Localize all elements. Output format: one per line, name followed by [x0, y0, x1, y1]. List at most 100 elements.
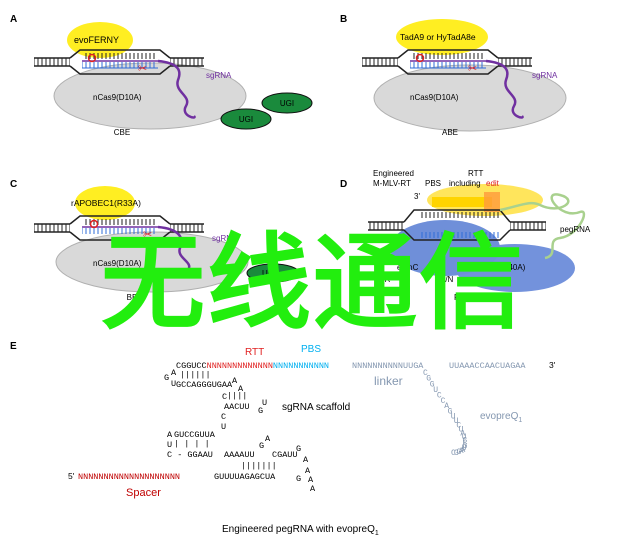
evopreq-loop-letter: U [454, 417, 459, 426]
evopreq-loop-letter: C [423, 369, 428, 378]
panel-a-enzyme-label: evoFERNY [74, 35, 119, 45]
panel-d: D Engineered M-MLV-RT PBS RTT including … [340, 169, 591, 302]
panel-e-spacer-label: Spacer [126, 487, 161, 499]
evopreq-loop-letter: G [454, 449, 459, 458]
panel-e-seq-top-pbs: NNNNNNNNNNN [273, 361, 329, 371]
panel-d-edit-label: edit [486, 179, 500, 188]
panel-e-stem3-a2: A [265, 434, 271, 444]
panel-d-including-label: including [449, 179, 481, 188]
evopreq-loop-letter: U [433, 386, 438, 395]
panel-d-three-prime: 3' [414, 192, 420, 201]
panel-e-stem3-u: U [167, 440, 172, 450]
panel-e-pbs-label: PBS [301, 344, 321, 355]
panel-e-stem3-g2: G [296, 444, 301, 454]
panel-e-stem3-mid: AAAAUU [224, 450, 255, 460]
panel-b-deaminase-blob [396, 19, 488, 55]
panel-d-dna [368, 209, 546, 241]
panel-a: A evoFERNY ✂ sgRNA nCas9(D10A) UGI UGI C… [10, 14, 313, 137]
panel-e-stem2-c2: C [221, 412, 226, 422]
panel-e-stem3-bottom: C - GGAAU [167, 450, 213, 460]
evopreq-loop-letter: G [448, 407, 453, 416]
panel-e-stem3-a3: A [303, 455, 309, 465]
panel-d-pegrna-label: pegRNA [560, 225, 591, 234]
evopreq-loop-letter: G [457, 448, 462, 457]
panel-e-three-prime: 3' [549, 360, 556, 370]
panel-a-caption: CBE [114, 128, 130, 137]
panel-e-seq-top-black: CGGUCC [176, 361, 207, 371]
panel-d-caption: PE [454, 293, 465, 302]
panel-c-letter: C [10, 179, 17, 190]
panel-e-letter: E [10, 341, 17, 352]
panel-e-stem1-bars: |||||| [180, 370, 211, 380]
evopreq-loop-letter: U [459, 426, 464, 435]
panel-c: C rAPOBEC1(R33A) ✂ sgRNA nCas9(D10A) UG … [10, 179, 300, 302]
panel-d-pegrna-tail [499, 193, 586, 260]
evopreq-loop-letter: G [430, 380, 435, 389]
panel-c-target-base [89, 219, 99, 229]
panel-e-spacer-a2: A [308, 475, 314, 485]
panel-d-rt-line1: Engineered [373, 169, 414, 178]
panel-e-evopreq-text: evopreQ [480, 411, 519, 422]
panel-d-rt-core [432, 197, 492, 207]
evopreq-loop-letter: A [444, 402, 449, 411]
evopreq-loop-letter: C [463, 439, 468, 448]
evopreq-loop-letter: C [441, 397, 446, 406]
panel-c-cas-label: nCas9(D10A) [93, 259, 142, 268]
panel-d-edit-highlight [484, 192, 500, 212]
panel-c-caption: BE [127, 293, 138, 302]
evopreq-loop-letter: U [462, 433, 467, 442]
panel-a-ugi-2-label: UGI [239, 115, 253, 124]
panel-a-deaminase-blob [67, 22, 133, 58]
panel-e: E RTT PBS CGGUCCNNNNNNNNNNNNNNNNNNNNNNNN… [10, 341, 556, 537]
evopreq-loop-letter: C [451, 449, 456, 458]
panel-b-caption: ABE [442, 128, 458, 137]
panel-d-rt-line2: M-MLV-RT [373, 179, 411, 188]
panel-e-seq-top-rtt: NNNNNNNNNNNNN [207, 361, 273, 371]
panel-c-sgrna-label: sgRNA [212, 234, 238, 243]
panel-a-sgrna-tail [157, 59, 196, 119]
panel-b-sgrna-label: sgRNA [532, 71, 558, 80]
panel-e-stem2-g: G [258, 406, 263, 416]
panel-e-stem1-u: U [171, 379, 176, 389]
panel-d-cas-fragment: ed nC [397, 263, 419, 272]
panel-a-target-base [87, 53, 97, 63]
panel-e-stem3-top: GUCCGUUA [174, 430, 216, 440]
panel-e-spacer-a3: A [310, 484, 316, 494]
panel-e-stem2-c: C [222, 392, 227, 402]
panel-d-lower-fragment2: K/N [440, 275, 454, 284]
watermark-overlay: 无线通信 [100, 222, 525, 344]
panel-e-spacer-seq: NNNNNNNNNNNNNNNNNNNN [78, 472, 180, 482]
panel-a-ugi-1-label: UGI [280, 99, 294, 108]
panel-e-rtt-label: RTT [245, 347, 264, 358]
panel-e-spacer-g: G [296, 474, 301, 484]
panel-e-stem2-bars: |||| [227, 391, 247, 401]
panel-d-pbs-label: PBS [425, 179, 441, 188]
panel-a-letter: A [10, 14, 17, 25]
panel-b: B TadA9 or HyTadA8e ✂ sgRNA nCas9(D10A) … [340, 14, 567, 137]
panel-e-stem1-a3: A [238, 384, 244, 394]
panel-c-scissors-icon: ✂ [143, 229, 152, 241]
panel-e-spacer-tail: GUUUUAGAGCUA [214, 472, 276, 482]
panel-e-stem1-g: G [164, 373, 169, 383]
evopreq-loop-letter: A [460, 430, 465, 439]
panel-e-seq-top-end: UUAAACCAACUAGAA [449, 361, 526, 371]
panel-e-stem3-a: A [167, 430, 173, 440]
panel-a-sgrna-label: sgRNA [206, 71, 232, 80]
panel-d-letter: D [340, 179, 347, 190]
panel-e-stem3-g: G [259, 441, 264, 451]
panel-c-enzyme-label: rAPOBEC1(R33A) [71, 198, 141, 208]
panel-e-footer-text: Engineered pegRNA with evopreQ [222, 524, 375, 535]
panel-e-five-prime: 5' [68, 471, 75, 481]
panel-e-scaffold-label: sgRNA scaffold [282, 402, 350, 413]
panel-e-seq-top-linker: NNNNNNNNNNUUGA [352, 361, 424, 371]
panel-e-stem3-bars2: ||||||| [241, 461, 277, 471]
evopreq-loop-letter: G [426, 375, 431, 384]
panel-d-lower-fragment: (R [382, 275, 391, 284]
panel-e-linker-label: linker [374, 374, 403, 388]
panel-e-spacer-a: A [305, 466, 311, 476]
evopreq-loop-letter: U [462, 444, 467, 453]
panel-e-stem1-bottom: GCCAGGGUGAA [176, 380, 233, 390]
panel-e-stem2-bottom: AACUU [224, 402, 250, 412]
panel-a-scissors-icon: ✂ [138, 63, 147, 75]
